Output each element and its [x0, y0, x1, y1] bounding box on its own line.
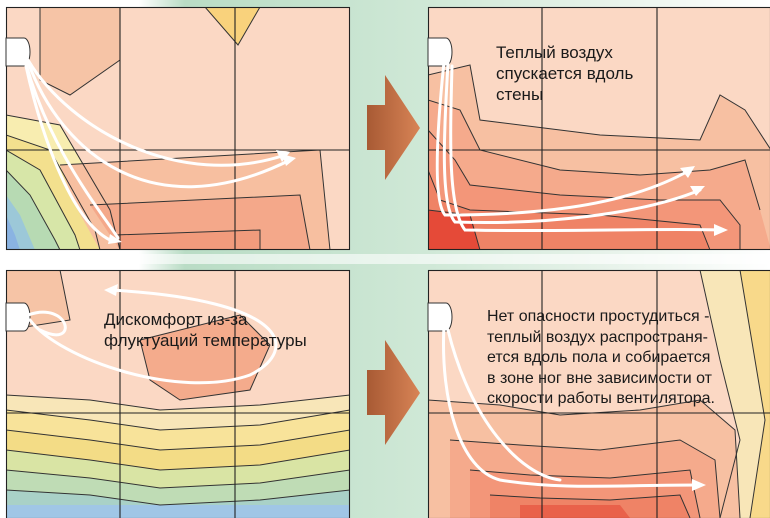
panel-bottom-left — [6, 270, 350, 518]
label-bottom-right: Нет опасности простудиться - теплый возд… — [487, 307, 715, 410]
label-top-right-line: Теплый воздух — [496, 42, 633, 63]
label-bottom-right-line: скорости работы вентилятора. — [487, 389, 715, 410]
vent-unit-top-right — [428, 38, 452, 66]
label-top-right-line: стены — [496, 84, 633, 105]
label-top-right: Теплый воздух спускается вдоль стены — [496, 42, 633, 105]
label-bottom-left: Дискомфорт из-за флуктуаций температуры — [104, 309, 307, 351]
label-bottom-left-line: флуктуаций температуры — [104, 330, 307, 351]
vent-unit-top-left — [6, 38, 30, 66]
panel-top-left — [6, 7, 350, 250]
label-bottom-right-line: в зоне ног вне зависимости от — [487, 369, 715, 390]
label-bottom-right-line: теплый воздух распространя- — [487, 328, 715, 349]
label-bottom-right-line: ется вдоль пола и собирается — [487, 348, 715, 369]
vent-unit-bottom-right — [428, 303, 452, 331]
vent-unit-bottom-left — [6, 303, 30, 331]
label-top-right-line: спускается вдоль — [496, 63, 633, 84]
label-bottom-left-line: Дискомфорт из-за — [104, 309, 307, 330]
label-bottom-right-line: Нет опасности простудиться - — [487, 307, 715, 328]
